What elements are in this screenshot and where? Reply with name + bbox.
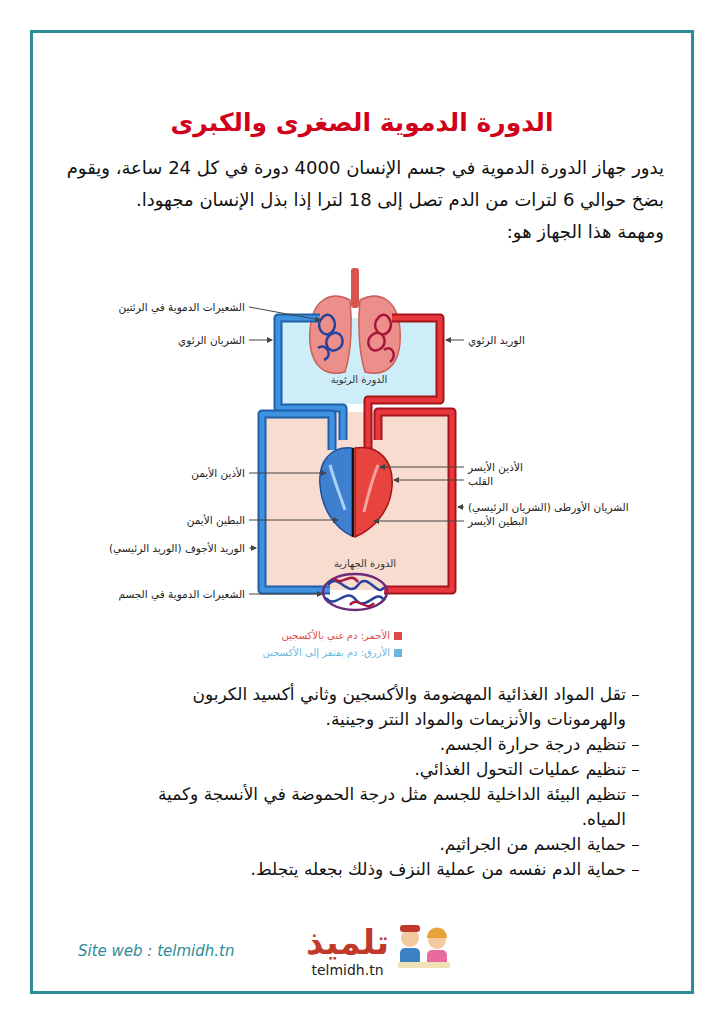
part-label: البطين الأيمن (75, 512, 245, 528)
part-label: الأذين الأيمن (75, 465, 245, 481)
bullet-item: تنظيم البيئة الداخلية للجسم مثل درجة الح… (140, 782, 626, 832)
circulation-band: الدورة الجهازية (285, 556, 445, 572)
part-label: الشعيرات الدموية في الرئتين (75, 299, 245, 315)
part-label: الشريان الرئوي (75, 332, 245, 348)
legend-swatch (394, 649, 402, 657)
bullet-dash (632, 745, 639, 746)
legend-text: الأزرق: دم يفتقر إلى الأكسجين (230, 645, 390, 661)
bullet-item: تقل المواد الغذائية المهضومة والأكسجين و… (140, 682, 626, 732)
circulation-band: الدورة الرئوية (285, 372, 433, 388)
bullet-item: حماية الدم نفسه من عملية النزف وذلك بجعل… (140, 857, 626, 882)
part-label: القلب (468, 473, 668, 489)
page-title: الدورة الدموية الصغرى والكبرى (60, 108, 664, 137)
bullet-dash (632, 770, 639, 771)
legend-text: الأحمر: دم غني بالأكسجين (230, 628, 390, 644)
bullet-item: حماية الجسم من الجراثيم. (140, 832, 626, 857)
logo-text: تلميذ (300, 922, 395, 962)
bullet-dash (632, 845, 639, 846)
lungs (310, 268, 400, 373)
part-label: الشريان الأورطى (الشريان الرئيسي) (468, 499, 678, 515)
logo-kids (398, 925, 450, 968)
bullet-dash (632, 870, 639, 871)
leader-lines (249, 307, 464, 594)
systemic-band (262, 412, 452, 590)
band-label: الدورة الجهازية (285, 556, 445, 572)
website-footer: Site web : telmidh.tn (78, 942, 278, 960)
body-capillaries (323, 574, 387, 610)
part-label: الأذين الأيسر (468, 459, 668, 475)
bullet-dash (632, 795, 639, 796)
bullet-dash (632, 695, 639, 696)
logo-text: telmidh.tn (300, 962, 395, 978)
part-label: الوريد الرئوي (468, 332, 668, 348)
band-label: الدورة الرئوية (285, 372, 433, 388)
bullet-item: تنظيم درجة حرارة الجسم. (140, 732, 626, 757)
part-label: البطين الأيسر (468, 513, 668, 529)
legend-swatch (394, 632, 402, 640)
bullet-item: تنظيم عمليات التحول الغذائي. (140, 757, 626, 782)
heart (320, 447, 392, 537)
part-label: الشعيرات الدموية في الجسم (75, 586, 245, 602)
part-label: الوريد الأجوف (الوريد الرئيسي) (60, 540, 245, 556)
intro-paragraph: يدور جهاز الدورة الدموية في جسم الإنسان … (62, 152, 664, 216)
intro-paragraph: ومهمة هذا الجهاز هو: (62, 216, 664, 248)
